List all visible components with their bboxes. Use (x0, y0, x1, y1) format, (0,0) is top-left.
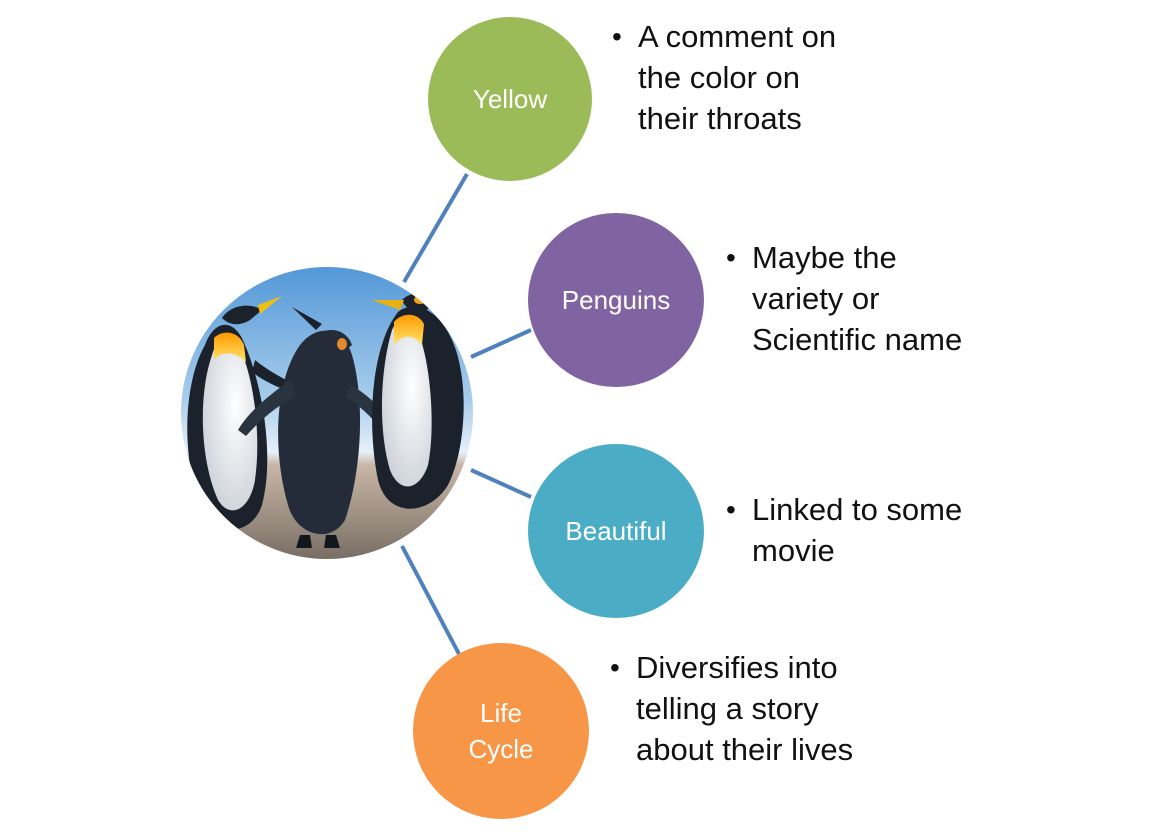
note-beautiful-text: Linked to some movie (752, 489, 1001, 571)
connector-penguins (471, 330, 531, 357)
bullet-yellow: • (612, 16, 638, 139)
node-lifecycle: Life Cycle (413, 643, 589, 819)
node-lifecycle-label-line2: Cycle (468, 731, 533, 767)
note-lifecycle-text: Diversifies into telling a story about t… (636, 647, 875, 770)
node-penguins-label: Penguins (562, 282, 670, 318)
node-lifecycle-label-line1: Life (480, 695, 522, 731)
node-penguins: Penguins (528, 213, 704, 387)
penguin-photo (170, 260, 490, 570)
note-beautiful: • Linked to some movie (726, 489, 1001, 571)
note-penguins-text: Maybe the variety or Scientific name (752, 237, 996, 360)
node-beautiful-label: Beautiful (565, 513, 666, 549)
bullet-lifecycle: • (610, 647, 636, 770)
node-yellow: Yellow (428, 17, 592, 181)
note-lifecycle: • Diversifies into telling a story about… (610, 647, 875, 770)
connector-lifecycle (402, 546, 459, 654)
bullet-beautiful: • (726, 489, 752, 571)
connector-beautiful (471, 470, 531, 497)
note-penguins: • Maybe the variety or Scientific name (726, 237, 996, 360)
bullet-penguins: • (726, 237, 752, 360)
node-yellow-label: Yellow (473, 81, 547, 117)
note-yellow-text: A comment on the color on their throats (638, 16, 837, 139)
node-beautiful: Beautiful (528, 444, 704, 618)
note-yellow: • A comment on the color on their throat… (612, 16, 837, 139)
connector-yellow (404, 174, 467, 282)
